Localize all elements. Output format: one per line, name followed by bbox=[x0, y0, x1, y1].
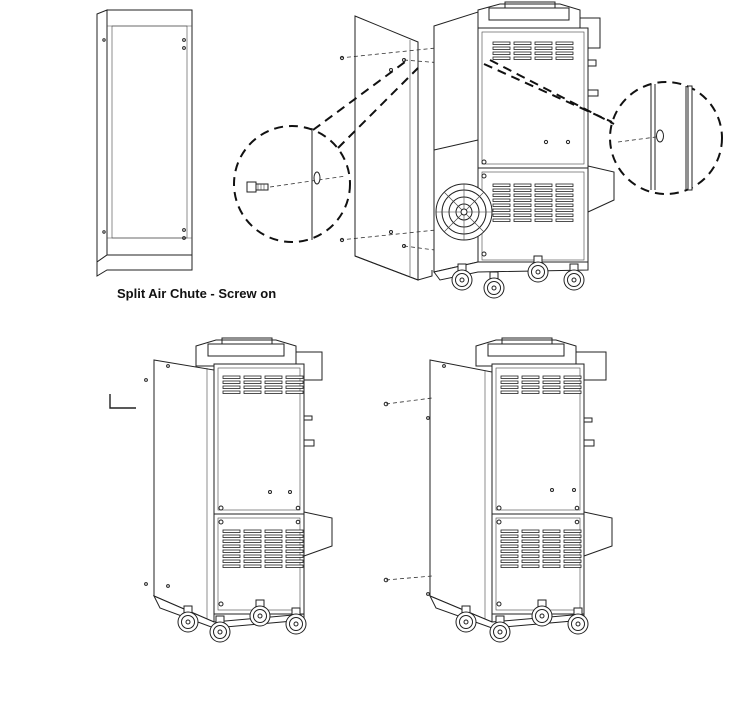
exploded-assembly-view bbox=[339, 1, 615, 299]
screw-detail-callout-left bbox=[233, 61, 419, 243]
assembled-view-with-key bbox=[109, 337, 333, 643]
air-chute-panel bbox=[96, 9, 193, 277]
screw-detail-callout-right bbox=[483, 59, 723, 195]
diagram-caption: Split Air Chute - Screw on bbox=[117, 286, 277, 301]
assembled-view-with-screws bbox=[383, 337, 613, 643]
